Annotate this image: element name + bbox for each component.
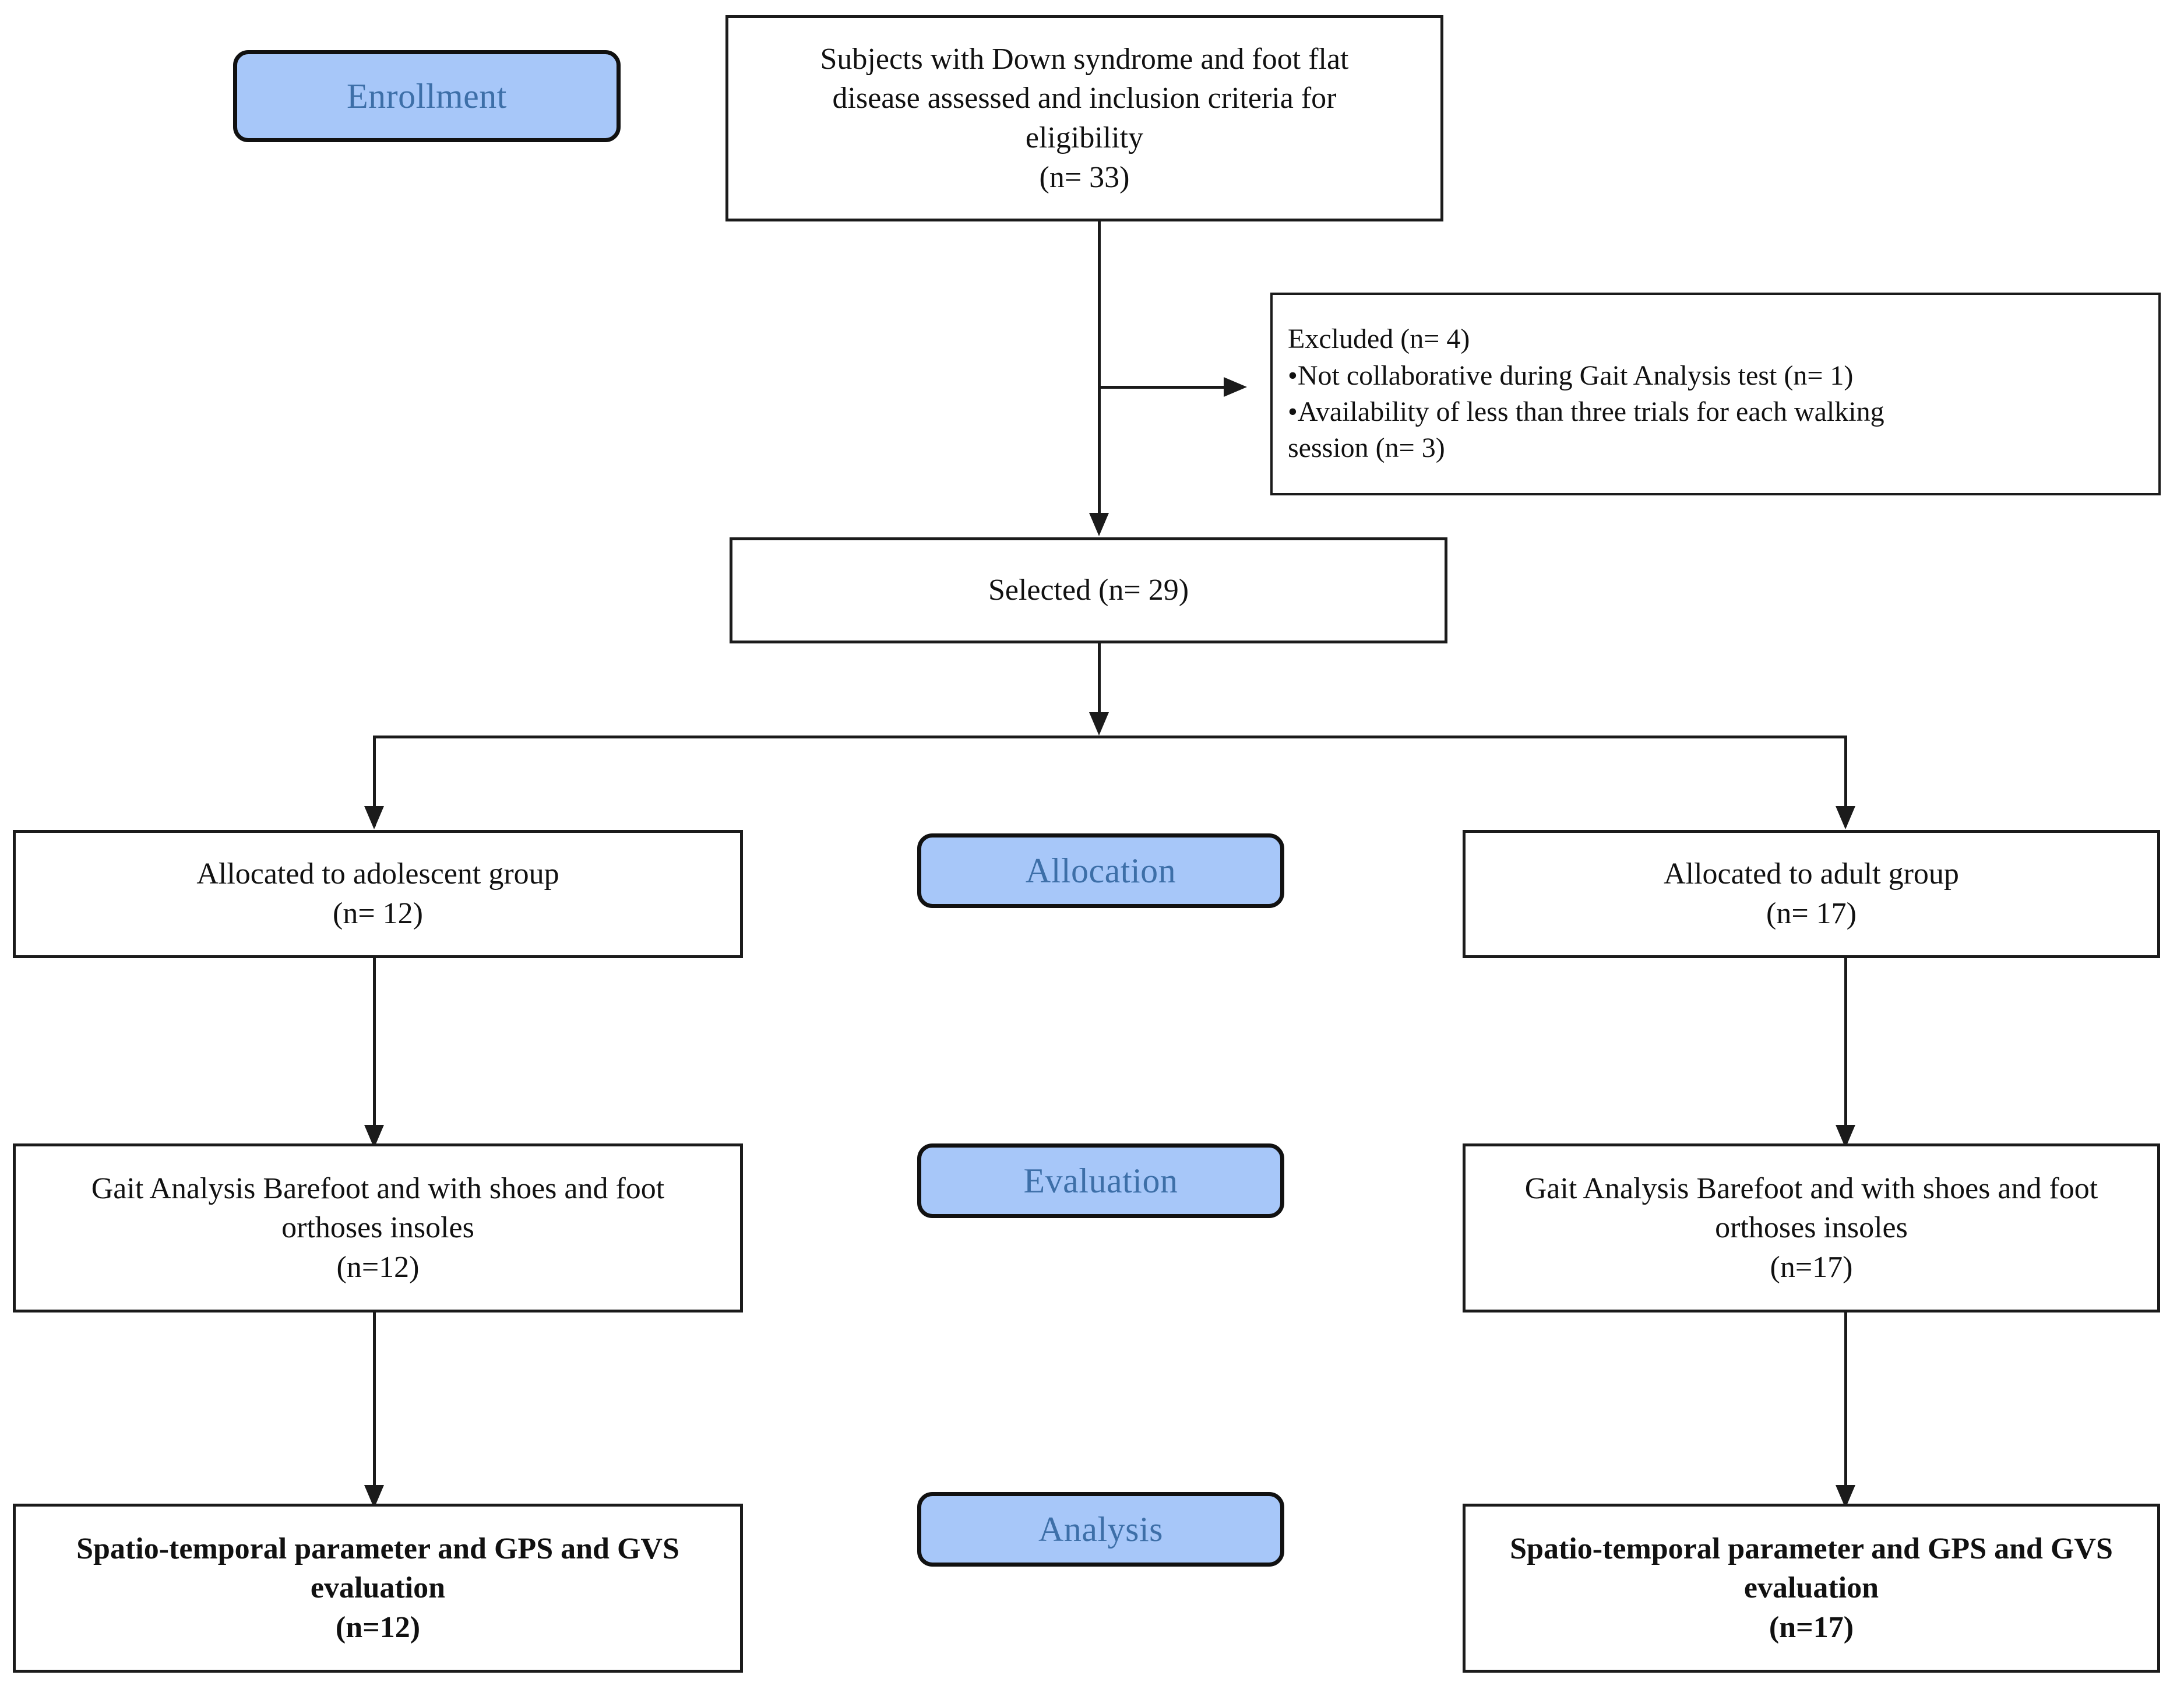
box-selected: Selected (n= 29) bbox=[730, 537, 1447, 643]
connector-eligibility-to-selected bbox=[1098, 221, 1101, 514]
stage-badge-evaluation-label: Evaluation bbox=[1023, 1161, 1178, 1200]
stage-badge-enrollment: Enrollment bbox=[233, 50, 621, 142]
stage-badge-enrollment-label: Enrollment bbox=[347, 76, 507, 115]
box-analysis-adolescent: Spatio-temporal parameter and GPS and GV… bbox=[13, 1504, 743, 1673]
box-excluded-heading: Excluded (n= 4) bbox=[1288, 323, 1470, 355]
box-allocated-adolescent: Allocated to adolescent group (n= 12) bbox=[13, 830, 743, 958]
connector-adult-alloc-to-eval bbox=[1844, 958, 1847, 1127]
connector-split-horizontal bbox=[373, 736, 1847, 738]
box-excluded-bullet-2-row: •Availability of less than three trials … bbox=[1288, 394, 2143, 430]
box-excluded-bullet-2: Availability of less than three trials f… bbox=[1297, 396, 1884, 427]
arrowhead-eligibility-to-selected bbox=[1089, 513, 1109, 536]
box-evaluation-adolescent-line1: Gait Analysis Barefoot and with shoes an… bbox=[91, 1171, 665, 1205]
stage-badge-allocation-label: Allocation bbox=[1025, 851, 1176, 890]
box-evaluation-adolescent: Gait Analysis Barefoot and with shoes an… bbox=[13, 1143, 743, 1312]
connector-to-excluded bbox=[1098, 386, 1227, 389]
stage-badge-analysis: Analysis bbox=[917, 1492, 1284, 1567]
box-evaluation-adult: Gait Analysis Barefoot and with shoes an… bbox=[1463, 1143, 2160, 1312]
connector-split-right-drop bbox=[1844, 736, 1847, 826]
box-evaluation-adult-line2: orthoses insoles bbox=[1715, 1211, 1908, 1245]
box-allocated-adult: Allocated to adult group (n= 17) bbox=[1463, 830, 2160, 958]
box-evaluation-adult-line1: Gait Analysis Barefoot and with shoes an… bbox=[1524, 1171, 2098, 1205]
connector-split-left-drop bbox=[373, 736, 376, 826]
box-selected-label: Selected (n= 29) bbox=[988, 573, 1189, 607]
box-eligibility-line2: disease assessed and inclusion criteria … bbox=[832, 82, 1337, 115]
bullet-glyph-icon: • bbox=[1288, 360, 1298, 391]
connector-adolescent-eval-to-analysis bbox=[373, 1312, 376, 1487]
box-allocated-adult-count: (n= 17) bbox=[1766, 897, 1857, 930]
box-analysis-adolescent-count: (n=12) bbox=[335, 1610, 421, 1644]
arrowhead-split-left bbox=[364, 806, 384, 829]
box-excluded-bullet-1: Not collaborative during Gait Analysis t… bbox=[1297, 360, 1854, 391]
box-evaluation-adolescent-count: (n=12) bbox=[336, 1250, 420, 1284]
box-allocated-adolescent-count: (n= 12) bbox=[333, 897, 423, 930]
box-allocated-adolescent-line1: Allocated to adolescent group bbox=[196, 857, 559, 891]
arrowhead-selected-down bbox=[1089, 712, 1109, 736]
box-allocated-adult-line1: Allocated to adult group bbox=[1664, 857, 1959, 891]
box-evaluation-adult-count: (n=17) bbox=[1770, 1250, 1853, 1284]
connector-selected-down bbox=[1098, 643, 1101, 715]
connector-adolescent-alloc-to-eval bbox=[373, 958, 376, 1127]
box-analysis-adolescent-line2: evaluation bbox=[310, 1571, 446, 1605]
box-eligibility: Subjects with Down syndrome and foot fla… bbox=[725, 15, 1443, 221]
box-excluded: Excluded (n= 4) •Not collaborative durin… bbox=[1270, 293, 2161, 495]
box-eligibility-line1: Subjects with Down syndrome and foot fla… bbox=[820, 42, 1349, 76]
box-eligibility-line3: eligibility bbox=[1025, 121, 1144, 154]
box-analysis-adolescent-line1: Spatio-temporal parameter and GPS and GV… bbox=[76, 1532, 679, 1565]
box-evaluation-adolescent-line2: orthoses insoles bbox=[281, 1211, 474, 1245]
stage-badge-allocation: Allocation bbox=[917, 833, 1284, 908]
bullet-glyph-icon-2: • bbox=[1288, 396, 1298, 427]
connector-adult-eval-to-analysis bbox=[1844, 1312, 1847, 1487]
box-analysis-adult-count: (n=17) bbox=[1769, 1610, 1854, 1644]
box-eligibility-count: (n= 33) bbox=[1039, 160, 1130, 194]
box-excluded-bullet-1-row: •Not collaborative during Gait Analysis … bbox=[1288, 358, 2143, 394]
box-analysis-adult-line1: Spatio-temporal parameter and GPS and GV… bbox=[1510, 1532, 2113, 1565]
stage-badge-analysis-label: Analysis bbox=[1038, 1509, 1163, 1549]
box-excluded-bullet-2-cont: session (n= 3) bbox=[1288, 432, 1445, 464]
arrowhead-split-right bbox=[1836, 806, 1855, 829]
stage-badge-evaluation: Evaluation bbox=[917, 1143, 1284, 1218]
arrowhead-to-excluded bbox=[1224, 377, 1247, 397]
box-analysis-adult-line2: evaluation bbox=[1743, 1571, 1879, 1605]
box-analysis-adult: Spatio-temporal parameter and GPS and GV… bbox=[1463, 1504, 2160, 1673]
